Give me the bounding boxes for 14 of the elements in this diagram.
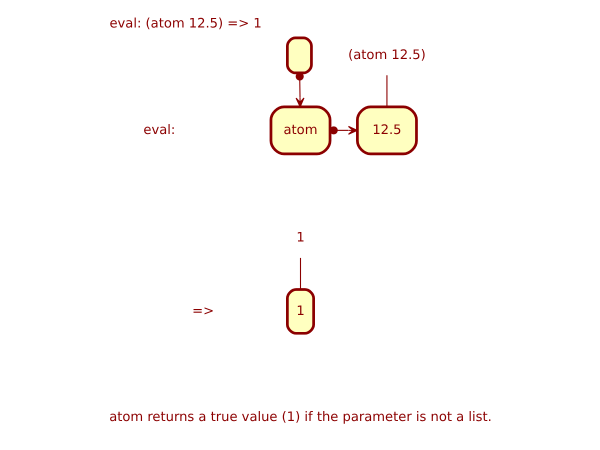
node-text: 1 bbox=[296, 230, 304, 246]
node-box: 1 bbox=[286, 288, 314, 335]
arrow bbox=[329, 126, 358, 135]
node-box bbox=[286, 36, 312, 74]
arrow bbox=[295, 72, 304, 108]
connector bbox=[299, 258, 301, 290]
node-text: (atom 12.5) bbox=[348, 48, 426, 63]
connector bbox=[386, 75, 387, 107]
label: eval: bbox=[142, 122, 175, 138]
caption: atom returns a true value (1) if the parameter is not a list. bbox=[108, 410, 492, 425]
diagram-title: eval: (atom 12.5) => 1 bbox=[108, 16, 262, 32]
node-box: 12.5 bbox=[356, 105, 418, 156]
node-box: atom bbox=[269, 105, 331, 156]
label: => bbox=[192, 304, 214, 319]
